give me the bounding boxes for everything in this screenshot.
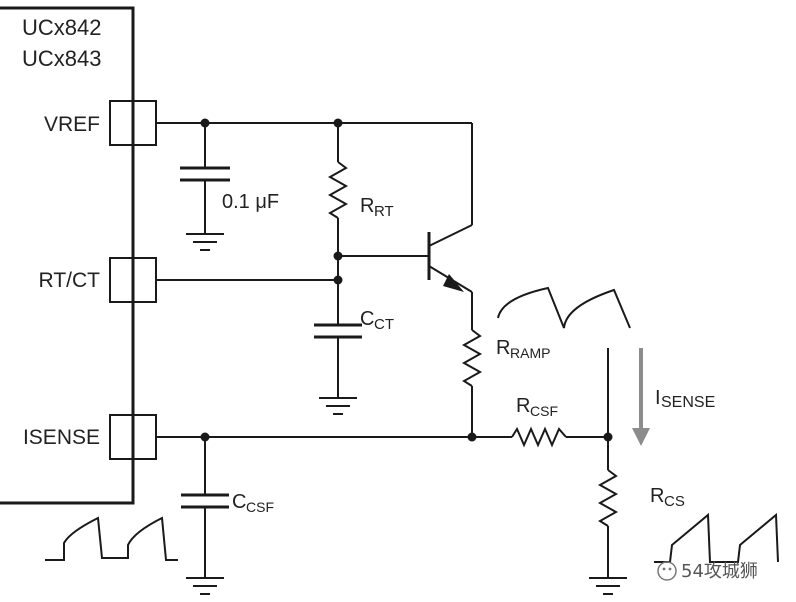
- rrt-label-sub: RT: [374, 203, 394, 220]
- emitter-arrow-icon: [443, 274, 464, 292]
- capacitor-ccsf: [181, 437, 229, 578]
- ground-icon: [186, 577, 224, 595]
- ic-name-line1: UCx842: [22, 15, 101, 40]
- npn-transistor: [338, 224, 473, 293]
- ground-icon: [589, 577, 627, 595]
- isense-arrow-icon: [632, 348, 650, 446]
- watermark: 54攻城狮: [657, 561, 758, 582]
- resistor-rrt: [327, 123, 349, 261]
- resistor-rcs: [597, 348, 619, 578]
- rcs-label-sub: CS: [664, 493, 685, 510]
- vref-net: [156, 118, 473, 225]
- ccsf-label-sub: CSF: [246, 499, 274, 515]
- ic-name-line2: UCx843: [22, 46, 101, 71]
- rtct-net: [156, 256, 343, 325]
- isense-current-label-main: I: [655, 387, 661, 409]
- rcsf-label-sub: CSF: [530, 403, 558, 419]
- ground-icon: [319, 397, 357, 415]
- watermark-text: 54攻城狮: [681, 561, 758, 582]
- rcsf-label-main: R: [516, 395, 530, 417]
- capacitor-cct: [314, 323, 362, 398]
- resistor-rcsf: [511, 426, 613, 448]
- rrt-label-main: R: [360, 195, 374, 217]
- isense-current-label-sub: SENSE: [661, 394, 715, 411]
- pin-rtct-label: RT/CT: [39, 269, 101, 292]
- rcs-waveform: [654, 512, 779, 563]
- pin-isense-label: ISENSE: [23, 426, 100, 449]
- rramp-label-main: R: [496, 337, 510, 359]
- cap-vref-value: 0.1 μF: [222, 191, 279, 213]
- ic-body: [0, 6, 135, 505]
- ccsf-label-main: C: [232, 491, 246, 513]
- rcs-label-main: R: [650, 485, 664, 507]
- pin-vref-label: VREF: [44, 113, 100, 136]
- isense-net: [156, 432, 512, 442]
- cct-label-main: C: [360, 308, 374, 330]
- rramp-label-sub: RAMP: [510, 345, 550, 361]
- ramp-waveform: [497, 286, 631, 329]
- wechat-icon: [657, 561, 677, 581]
- cct-label-sub: CT: [374, 316, 394, 333]
- resistor-rramp: [461, 292, 483, 437]
- capacitor-vref: [180, 123, 230, 234]
- isense-pin-waveform: [45, 516, 178, 561]
- ground-icon: [186, 233, 224, 251]
